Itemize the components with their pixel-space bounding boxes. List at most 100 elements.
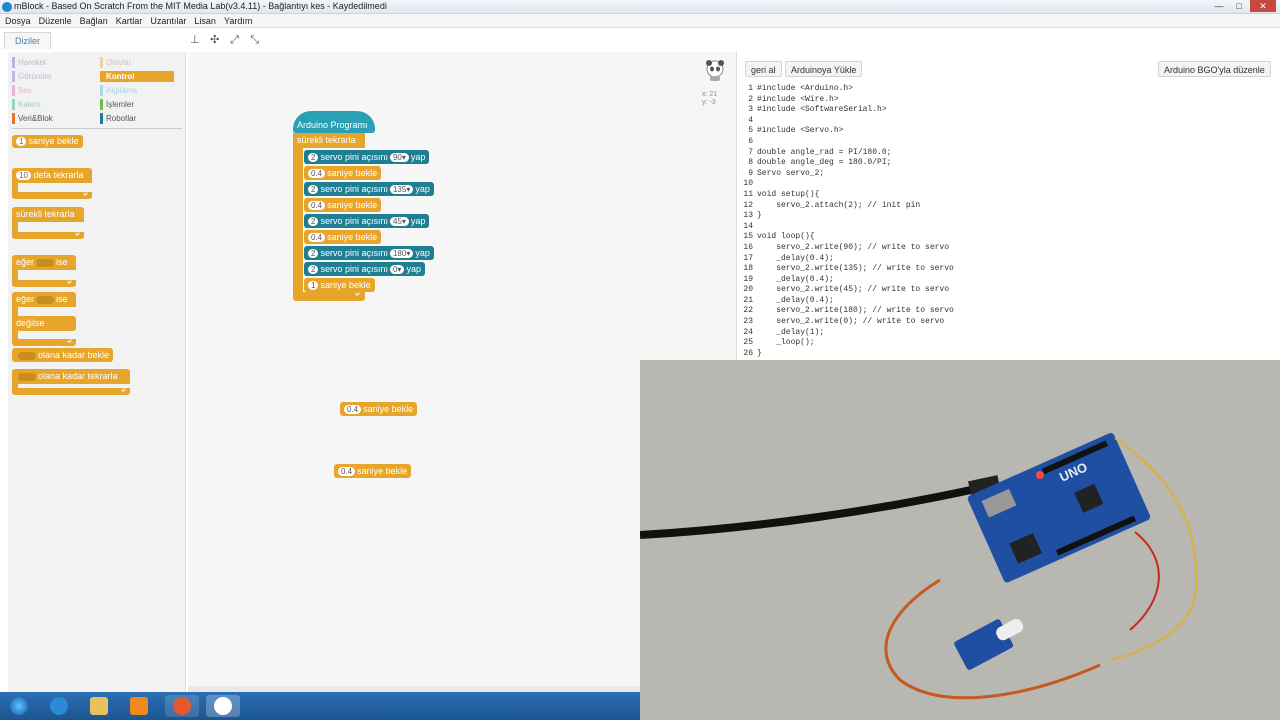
if-condition-slot[interactable] [36,258,55,267]
taskbar-ie[interactable] [42,695,76,717]
code-line: 4 [741,116,1277,127]
tab-scripts[interactable]: Diziler [4,32,52,49]
code-line: 17 _delay(0.4); [741,254,1277,265]
menu-extensions[interactable]: Uzantılar [150,16,187,26]
if-else-condition-slot[interactable] [36,295,55,304]
code-text: } [757,348,762,358]
menu-boards[interactable]: Kartlar [115,16,143,26]
taskbar-explorer[interactable] [82,695,116,717]
category-looks[interactable]: Görünüm [12,71,78,82]
menu-language[interactable]: Lisan [194,16,216,26]
maximize-button[interactable]: □ [1236,1,1242,11]
wait-until-block[interactable]: olana kadar bekle [12,348,114,362]
repeat-count[interactable]: 10 [16,171,31,180]
repeat-block[interactable]: 10 defa tekrarla [12,168,92,199]
wait-seconds[interactable]: 0.4 [308,233,326,242]
panda-sprite-icon [706,60,724,81]
servo-suffix: yap [410,152,426,162]
if-else-label: eğer [16,294,35,304]
servo-angle-dropdown[interactable]: 135▾ [389,185,414,194]
stage-toolbar: ⊥ ✣ ⤢ ⤡ [190,33,267,47]
servo-angle-dropdown[interactable]: 45▾ [389,217,409,226]
script-forever-block[interactable]: sürekli tekrarla [293,133,365,303]
category-events[interactable]: Olaylar [100,57,174,68]
arduino-program-hat[interactable]: Arduino Programı [293,111,375,133]
sprite-x: x: 21 [702,91,718,98]
duplicate-icon[interactable]: ⊥ [190,34,200,46]
repeat-until-header: olana kadar tekrarla [12,369,130,384]
close-button[interactable]: ✕ [1250,0,1276,12]
taskbar-mblock[interactable] [206,695,240,717]
taskbar-firefox[interactable] [165,695,199,717]
code-text: _delay(0.4); [757,295,834,305]
menu-help[interactable]: Yardım [224,16,253,26]
move-icon[interactable]: ✣ [210,34,220,46]
wait-seconds[interactable]: 0.4 [344,405,362,414]
code-view[interactable]: 1#include <Arduino.h>2#include <Wire.h>3… [741,84,1277,359]
code-text: #include <Wire.h> [757,94,839,104]
edit-with-arduino-ide-button[interactable]: Arduino BGO'yla düzenle [1158,61,1271,77]
grow-icon[interactable]: ⤢ [230,34,239,46]
wait-until-label: olana kadar bekle [38,350,110,360]
block-palette: Hareket Görünüm Ses Kalem Veri&Blok Olay… [8,52,186,692]
servo-angle-dropdown[interactable]: 0▾ [389,265,405,274]
servo-pin[interactable]: 2 [308,249,319,258]
category-robots[interactable]: Robotlar [100,113,174,124]
wait-text: saniye bekle [327,232,378,242]
category-sensing[interactable]: Algılama [100,85,174,96]
upload-to-arduino-button[interactable]: Arduinoya Yükle [785,61,863,77]
servo-pin[interactable]: 2 [308,185,319,194]
start-button[interactable] [2,695,36,717]
servo-pin[interactable]: 2 [308,153,319,162]
wait-text: saniye bekle [327,168,378,178]
mblock-panda-icon [214,697,232,715]
menu-connect[interactable]: Bağlan [79,16,108,26]
wait-seconds[interactable]: 1 [308,281,319,290]
category-control[interactable]: Kontrol [100,71,174,82]
code-line: 6 [741,137,1277,148]
menu-edit[interactable]: Düzenle [38,16,72,26]
undo-button[interactable]: geri al [745,61,782,77]
camera-video-overlay: UNO [640,360,1280,720]
wait-seconds[interactable]: 0.4 [308,169,326,178]
code-line: 24 _delay(1); [741,328,1277,339]
wait-value[interactable]: 1 [16,137,27,146]
category-motion[interactable]: Hareket [12,57,78,68]
servo-pin[interactable]: 2 [308,217,319,226]
forever-block[interactable]: sürekli tekrarla [12,207,84,239]
servo-angle-dropdown[interactable]: 180▾ [389,249,414,258]
wait-seconds[interactable]: 0.4 [308,201,326,210]
menu-file[interactable]: Dosya [5,16,31,26]
wait-seconds[interactable]: 0.4 [338,467,356,476]
servo-pin[interactable]: 2 [308,265,319,274]
taskbar-media[interactable] [122,695,156,717]
script-scrollbar[interactable] [188,686,640,692]
category-data[interactable]: Veri&Blok [12,113,78,124]
minimize-button[interactable]: — [1214,1,1224,11]
shrink-icon[interactable]: ⤡ [250,34,259,46]
repeat-until-block[interactable]: olana kadar tekrarla [12,369,130,395]
category-operators[interactable]: İşlemler [100,99,174,110]
wait-until-slot[interactable] [18,351,36,360]
category-sound[interactable]: Ses [12,85,78,96]
category-pen[interactable]: Kalem [12,99,78,110]
servo-angle-dropdown[interactable]: 90▾ [389,153,409,162]
line-number: 2 [748,94,753,104]
repeat-until-slot[interactable] [18,372,36,381]
